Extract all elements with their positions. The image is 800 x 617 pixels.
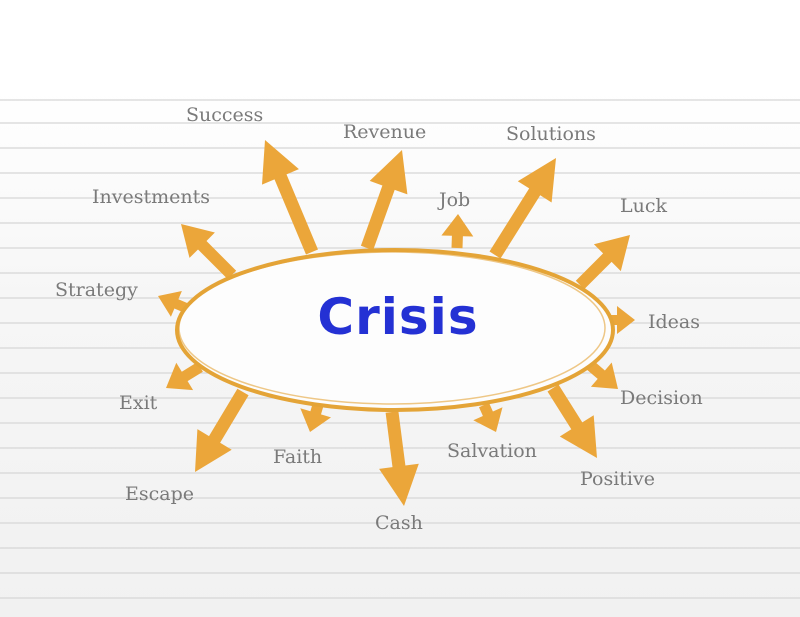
arrow-cash xyxy=(379,411,419,506)
arrow-investments xyxy=(181,224,237,280)
label-ideas: Ideas xyxy=(648,311,700,333)
arrow-strategy xyxy=(158,291,188,317)
arrow-positive xyxy=(547,384,597,458)
arrow-escape xyxy=(195,388,249,472)
label-success: Success xyxy=(186,104,264,126)
label-decision: Decision xyxy=(620,387,703,409)
arrow-solutions xyxy=(489,158,556,259)
label-faith: Faith xyxy=(273,446,323,468)
label-luck: Luck xyxy=(620,195,668,217)
label-job: Job xyxy=(439,189,471,211)
arrow-luck xyxy=(575,235,630,290)
arrow-exit xyxy=(166,362,203,391)
arrow-success xyxy=(262,140,318,255)
label-investments: Investments xyxy=(92,186,210,208)
label-escape: Escape xyxy=(125,483,194,505)
label-cash: Cash xyxy=(375,512,423,534)
central-ellipse-inner-stroke xyxy=(178,251,606,405)
arrow-job xyxy=(441,214,474,249)
arrow-faith xyxy=(300,403,331,432)
arrow-decision xyxy=(586,360,618,389)
central-concept-title: Crisis xyxy=(317,288,479,346)
label-solutions: Solutions xyxy=(506,123,596,145)
label-salvation: Salvation xyxy=(447,440,537,462)
central-ellipse xyxy=(175,248,615,412)
arrow-salvation xyxy=(473,402,503,432)
arrow-revenue xyxy=(360,150,408,251)
label-exit: Exit xyxy=(119,392,158,414)
label-strategy: Strategy xyxy=(55,279,138,301)
label-positive: Positive xyxy=(580,468,655,490)
arrow-ideas xyxy=(610,306,635,334)
label-revenue: Revenue xyxy=(343,121,427,143)
